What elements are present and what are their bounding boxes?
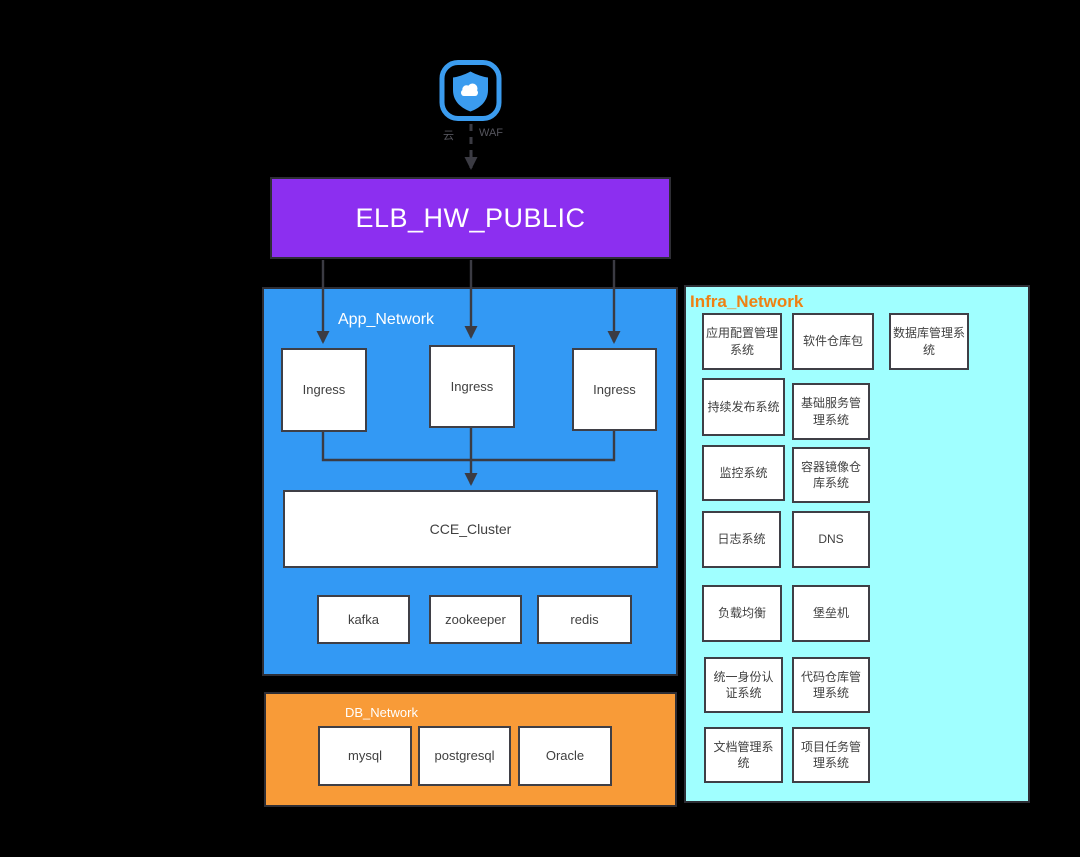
node-infra-identity-auth: 统一身份认证系统 xyxy=(704,657,783,713)
node-infra-container-registry: 容器镜像仓库系统 xyxy=(792,447,870,503)
infra-network-label: Infra_Network xyxy=(690,292,804,311)
node-zookeeper: zookeeper xyxy=(429,595,522,644)
node-infra-doc-mgmt: 文档管理系统 xyxy=(704,727,783,783)
node-infra-continuous-delivery: 持续发布系统 xyxy=(702,378,785,436)
node-infra-logging: 日志系统 xyxy=(702,511,781,568)
cloud-label: 云 xyxy=(443,130,454,142)
db-network-label: DB_Network xyxy=(345,705,418,720)
node-infra-code-repo: 代码仓库管理系统 xyxy=(792,657,870,713)
node-oracle: Oracle xyxy=(518,726,612,786)
node-postgresql: postgresql xyxy=(418,726,511,786)
node-ingress-1: Ingress xyxy=(281,348,367,432)
node-ingress-2: Ingress xyxy=(429,345,515,428)
node-infra-dns: DNS xyxy=(792,511,870,568)
node-ingress-3: Ingress xyxy=(572,348,657,431)
node-infra-bastion: 堡垒机 xyxy=(792,585,870,642)
node-infra-software-repo: 软件仓库包 xyxy=(792,313,874,370)
node-infra-app-config: 应用配置管理系统 xyxy=(702,313,782,370)
node-infra-load-balancer: 负载均衡 xyxy=(702,585,782,642)
waf-label: WAF xyxy=(479,127,504,139)
shield-cloud-icon xyxy=(439,60,502,121)
node-cce-cluster: CCE_Cluster xyxy=(283,490,658,568)
node-infra-db-mgmt: 数据库管理系统 xyxy=(889,313,969,370)
app-network-label: App_Network xyxy=(338,311,435,328)
cloud-waf-shield-icon xyxy=(439,60,502,127)
node-mysql: mysql xyxy=(318,726,412,786)
node-redis: redis xyxy=(537,595,632,644)
node-kafka: kafka xyxy=(317,595,410,644)
node-elb-hw-public: ELB_HW_PUBLIC xyxy=(270,177,671,259)
node-infra-monitoring: 监控系统 xyxy=(702,445,785,501)
node-infra-base-service: 基础服务管理系统 xyxy=(792,383,870,440)
node-infra-project-task: 项目任务管理系统 xyxy=(792,727,870,783)
